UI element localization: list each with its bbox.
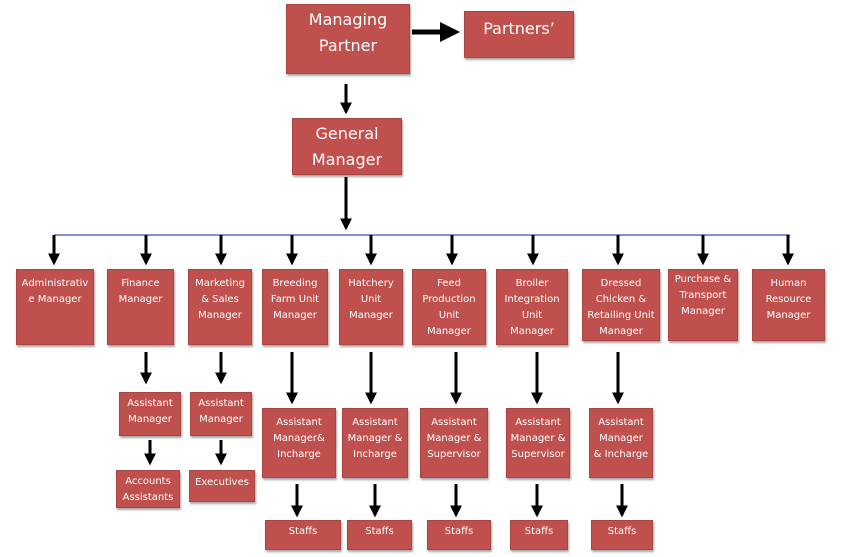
purchase-transport-manager-box: Purchase & Transport Manager	[668, 269, 738, 341]
broiler-integration-manager-box: Broiler Integration Unit Manager	[496, 269, 568, 345]
executives-box: Executives	[189, 470, 255, 502]
partners-box: Partners’	[464, 11, 574, 58]
dressed-chicken-manager-box: Dressed Chicken & Retailing Unit Manager	[582, 269, 660, 341]
accounts-assistants-box: Accounts Assistants	[116, 470, 180, 508]
marketing-sales-manager-box: Marketing & Sales Manager	[188, 269, 252, 345]
finance-manager-box: Finance Manager	[107, 269, 174, 345]
breeding-assistant-box: Assistant Manager& Incharge	[262, 408, 336, 478]
administrative-manager-box: Administrativ e Manager	[16, 269, 94, 345]
breeding-staffs-box: Staffs	[265, 520, 341, 550]
marketing-assistant-box: Assistant Manager	[190, 392, 252, 436]
dressed-assistant-box: Assistant Manager & Incharge	[589, 408, 653, 478]
human-resource-manager-box: Human Resource Manager	[752, 269, 825, 341]
managing-partner-box: Managing Partner	[286, 4, 410, 74]
hatchery-unit-manager-box: Hatchery Unit Manager	[339, 269, 403, 345]
breeding-farm-manager-box: Breeding Farm Unit Manager	[262, 269, 328, 345]
hatchery-staffs-box: Staffs	[347, 520, 412, 550]
feed-production-manager-box: Feed Production Unit Manager	[412, 269, 486, 345]
broiler-staffs-box: Staffs	[510, 520, 568, 550]
feed-staffs-box: Staffs	[427, 520, 491, 550]
feed-assistant-box: Assistant Manager & Supervisor	[420, 408, 488, 478]
broiler-assistant-box: Assistant Manager & Supervisor	[506, 408, 570, 478]
finance-assistant-box: Assistant Manager	[119, 392, 181, 436]
hatchery-assistant-box: Assistant Manager & Incharge	[342, 408, 408, 478]
dressed-staffs-box: Staffs	[591, 520, 653, 550]
general-manager-box: General Manager	[292, 118, 402, 175]
